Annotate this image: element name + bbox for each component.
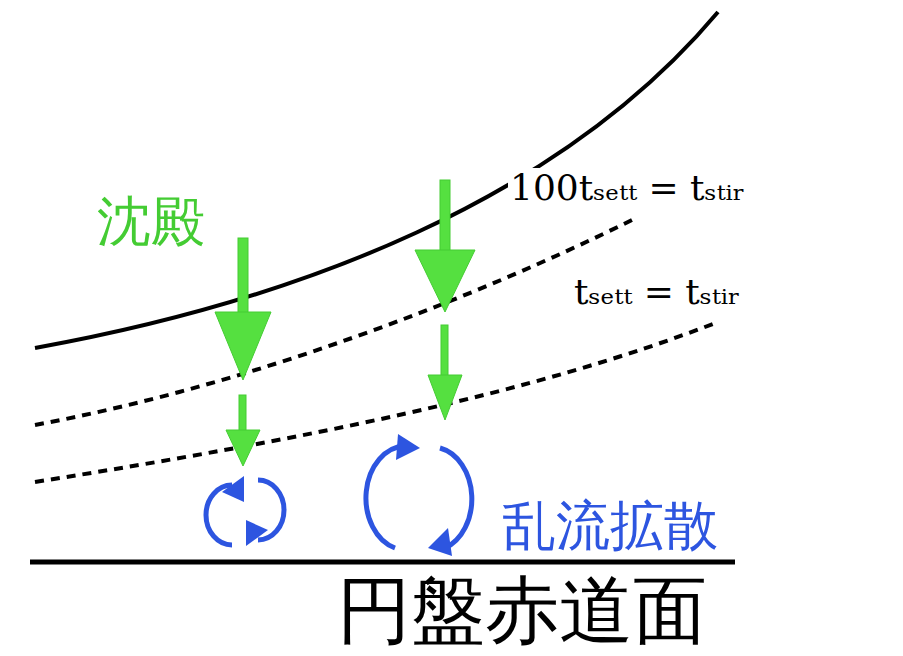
arrow-shaft xyxy=(440,180,450,255)
arrow-head xyxy=(428,528,452,556)
plane-label: 円盤赤道面 xyxy=(335,570,709,651)
eddy-arc xyxy=(366,446,405,548)
process-label: 乱流拡散 xyxy=(500,496,720,555)
boundary-line xyxy=(35,322,718,482)
settling-arrows xyxy=(215,180,475,466)
process-label: 沈殿 xyxy=(95,192,207,251)
eddy-arrows xyxy=(206,446,472,548)
arrow-head xyxy=(428,375,462,420)
arrow-shaft xyxy=(441,325,448,380)
boundary-label: tₛₑₜₜ = tₛₜᵢᵣ xyxy=(572,272,743,312)
arrow-head xyxy=(222,476,244,502)
arrow-head xyxy=(226,430,260,466)
midplane-line xyxy=(30,560,735,565)
arrow-head xyxy=(246,520,268,546)
arrow-shaft xyxy=(238,238,248,318)
eddy-heads xyxy=(222,434,452,556)
arrow-shaft xyxy=(239,395,246,435)
arrow-head xyxy=(415,250,475,312)
boundary-label: 100tₛₑₜₜ = tₛₜᵢᵣ xyxy=(508,168,747,208)
arrow-head xyxy=(215,312,271,380)
arrow-head xyxy=(396,434,420,460)
